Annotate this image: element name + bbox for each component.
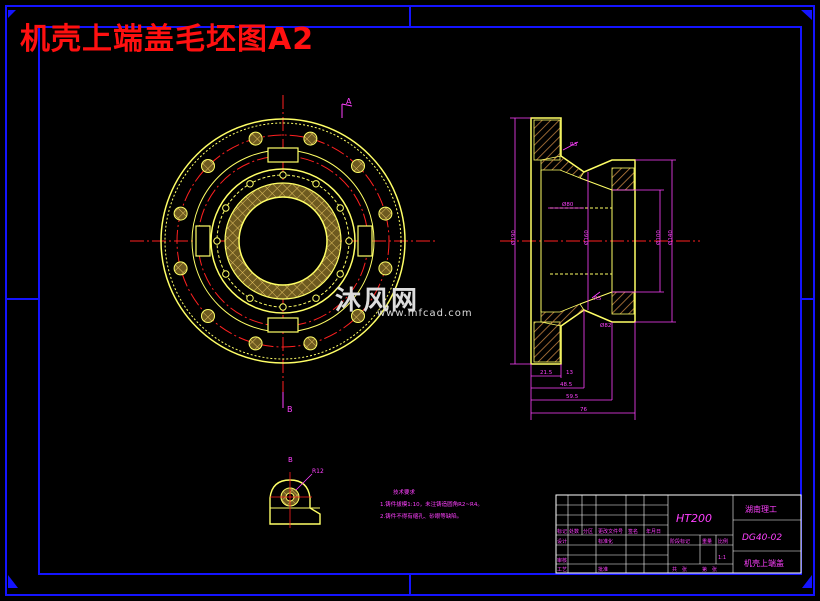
tb-label-sheet: 第 张 (702, 566, 717, 573)
dim-485: 48.5 (560, 382, 573, 388)
bolt-hole (351, 309, 365, 323)
bolt-hole (303, 131, 318, 146)
tb-label-review: 审核 (557, 557, 567, 564)
dim-r3: R3 (570, 142, 578, 148)
bolt-hole (201, 159, 215, 173)
dim-r5: R5 (594, 296, 602, 302)
tb-label-signature: 签名 (628, 528, 638, 535)
tb-label-count: 处数 (569, 528, 579, 535)
bolt-hole (279, 171, 287, 179)
tb-label-change-doc: 更改文件号 (598, 528, 623, 535)
tb-label-sheets: 共 张 (672, 566, 687, 573)
side-section-view: R3 Ø80 Ø160 Ø190 Ø140 Ø100 R5 Ø82 21.5 1… (500, 117, 700, 420)
dim-160: Ø160 (583, 230, 590, 245)
bolt-hole (173, 206, 188, 221)
tb-label-date: 年月日 (646, 528, 661, 535)
bolt-hole (312, 294, 320, 302)
bolt-hole (246, 294, 254, 302)
bolt-hole (378, 206, 393, 221)
bolt-hole (351, 159, 365, 173)
dim-215: 21.5 (540, 370, 553, 376)
tb-part-name: 机壳上端盖 (744, 558, 784, 568)
bolt-hole (336, 270, 344, 278)
dim-13: 13 (566, 370, 573, 376)
tb-label-standardize: 标准化 (598, 538, 613, 545)
bolt-hole (201, 309, 215, 323)
title-block: 标记 处数 分区 更改文件号 签名 年月日 设计 标准化 审核 工艺 批准 阶段… (555, 494, 802, 574)
dim-140: Ø140 (667, 230, 674, 245)
bolt-hole (378, 261, 393, 276)
bolt-hole (222, 204, 230, 212)
tb-label-approve: 批准 (598, 566, 608, 573)
bolt-hole (248, 131, 263, 146)
tb-school: 湖南理工 (745, 504, 777, 514)
detail-mark: B (288, 456, 293, 464)
dim-82: Ø82 (600, 322, 611, 329)
bolt-hole (213, 237, 221, 245)
tb-label-weight: 重量 (702, 538, 712, 545)
tb-label-process: 工艺 (557, 567, 567, 573)
section-mark-top: A (346, 97, 352, 106)
tb-label-stage-mark: 阶段标记 (670, 538, 690, 545)
bolt-hole (279, 303, 287, 311)
bolt-hole (173, 261, 188, 276)
bolt-hole (303, 336, 318, 351)
dim-76: 76 (580, 407, 587, 413)
watermark-url: www.mfcad.com (377, 308, 473, 319)
tb-label-zone: 分区 (583, 528, 593, 535)
drawing-title: 机壳上端盖毛坯图A2 (20, 22, 315, 57)
tb-drawing-no: DG40-02 (742, 533, 782, 543)
sheet-frame (5, 5, 815, 596)
bolt-hole (345, 237, 353, 245)
detail-view: B R12 (269, 456, 324, 528)
bolt-hole (312, 180, 320, 188)
tech-notes: 技术要求 1.铸件拔模1:10，未注铸造圆角R2~R4。 2.铸件不得有缩孔、砂… (380, 488, 483, 520)
tb-label-design: 设计 (557, 538, 567, 545)
front-view: A B (130, 95, 435, 414)
bolt-hole (336, 204, 344, 212)
watermark-brand: 沐风网 (335, 286, 420, 316)
section-mark-bottom: B (287, 405, 293, 414)
bolt-hole (246, 180, 254, 188)
tech-notes-line-2: 2.铸件不得有缩孔、砂眼等缺陷。 (380, 512, 462, 520)
tb-label-ratio: 比例 (718, 538, 728, 545)
dim-595: 59.5 (566, 394, 579, 400)
tb-material: HT200 (676, 512, 712, 525)
tech-notes-line-1: 1.铸件拔模1:10，未注铸造圆角R2~R4。 (380, 500, 483, 508)
tech-notes-heading: 技术要求 (393, 488, 416, 496)
tb-scale: 1:1 (718, 555, 726, 561)
watermark: 沐风网 www.mfcad.com (335, 280, 472, 319)
detail-radius: R12 (312, 468, 324, 475)
bolt-hole (222, 270, 230, 278)
tb-label-mark: 标记 (557, 528, 567, 535)
dim-100: Ø100 (655, 230, 662, 245)
dim-190: Ø190 (510, 230, 517, 245)
dim-80: Ø80 (562, 201, 574, 208)
bolt-hole (248, 336, 263, 351)
